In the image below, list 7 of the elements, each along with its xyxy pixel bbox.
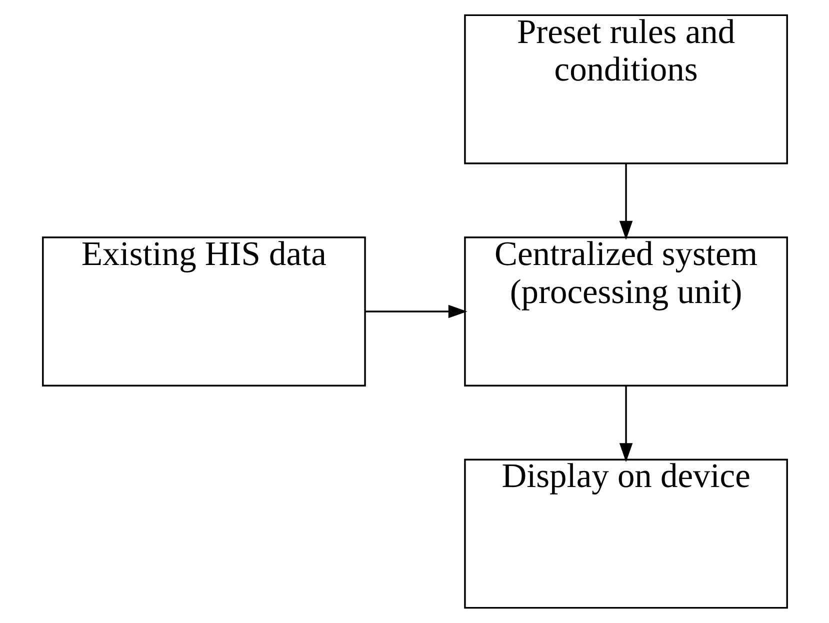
arrow — [618, 386, 632, 462]
node-box: Existing HIS data — [42, 236, 366, 386]
node-box: Display on device — [464, 458, 788, 609]
node-box: Centralized system (processing unit) — [464, 236, 788, 386]
arrow — [365, 304, 467, 318]
arrow — [618, 164, 632, 240]
node-box: Preset rules and conditions — [464, 14, 788, 164]
